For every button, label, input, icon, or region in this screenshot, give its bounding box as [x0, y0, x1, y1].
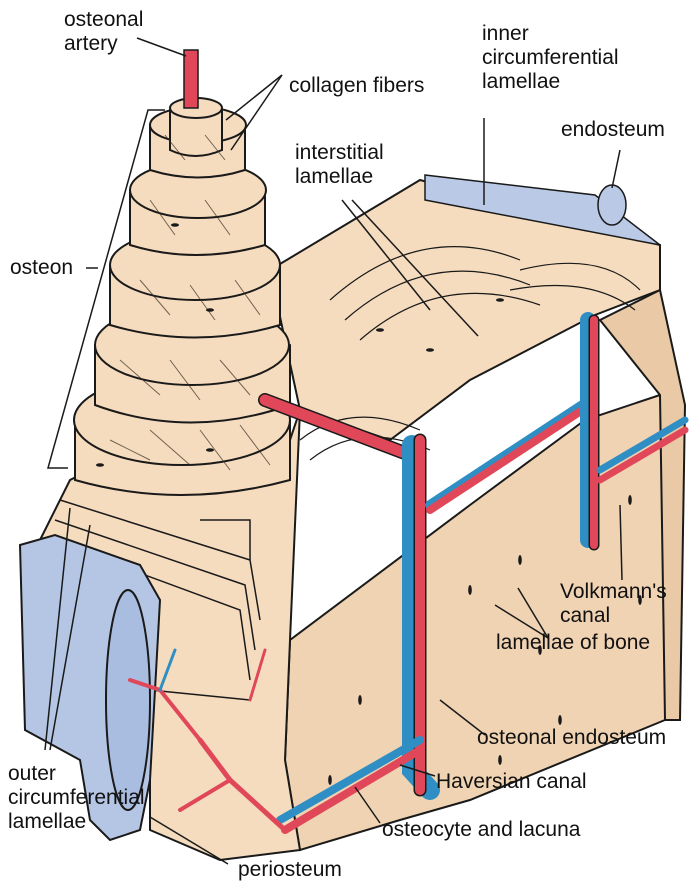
- label-osteocyte-and-lacuna: osteocyte and lacuna: [382, 818, 580, 842]
- label-endosteum: endosteum: [561, 118, 665, 142]
- label-line: artery: [64, 32, 143, 56]
- label-line: lamellae: [8, 810, 145, 834]
- label-inner-circumferential-lamellae: inner circumferential lamellae: [482, 22, 619, 94]
- label-line: lamellae: [295, 165, 384, 189]
- label-osteonal-artery: osteonal artery: [64, 8, 143, 56]
- label-line: circumferential: [8, 786, 145, 810]
- label-line: lamellae: [482, 70, 619, 94]
- label-line: interstitial: [295, 141, 384, 165]
- label-line: osteonal endosteum: [477, 726, 666, 750]
- endosteum-tube: [598, 185, 626, 225]
- label-line: Volkmann's: [560, 580, 667, 604]
- label-line: outer: [8, 762, 145, 786]
- label-line: collagen fibers: [289, 74, 424, 98]
- label-osteonal-endosteum: osteonal endosteum: [477, 726, 666, 750]
- label-line: Haversian canal: [436, 770, 587, 794]
- label-line: circumferential: [482, 46, 619, 70]
- label-collagen-fibers: collagen fibers: [289, 74, 424, 98]
- osteonal-artery-shape: [184, 50, 198, 108]
- label-line: canal: [560, 604, 667, 628]
- label-volkmanns-canal: Volkmann's canal: [560, 580, 667, 628]
- label-haversian-canal: Haversian canal: [436, 770, 587, 794]
- label-lamellae-of-bone: lamellae of bone: [496, 631, 650, 655]
- label-periosteum: periosteum: [238, 858, 342, 882]
- label-interstitial-lamellae: interstitial lamellae: [295, 141, 384, 189]
- label-line: osteon: [10, 256, 73, 280]
- label-line: osteonal: [64, 8, 143, 32]
- label-osteon: osteon: [10, 256, 73, 280]
- osteon-stack: [74, 98, 290, 495]
- label-line: lamellae of bone: [496, 631, 650, 655]
- label-outer-circumferential-lamellae: outer circumferential lamellae: [8, 762, 145, 834]
- label-line: osteocyte and lacuna: [382, 818, 580, 842]
- label-line: periosteum: [238, 858, 342, 882]
- label-line: inner: [482, 22, 619, 46]
- label-line: endosteum: [561, 118, 665, 142]
